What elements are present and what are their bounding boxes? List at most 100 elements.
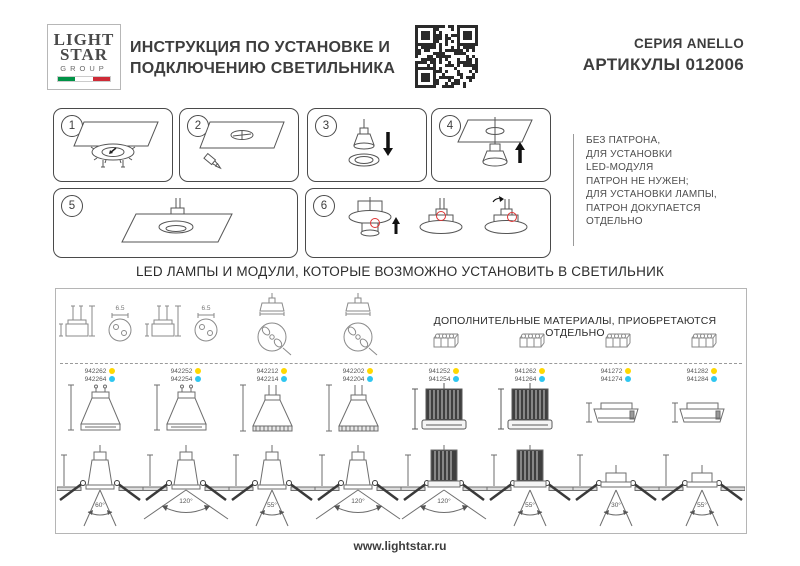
color-dot-blue: [711, 376, 718, 382]
step-1-box: 1: [53, 108, 173, 182]
step-6-number: 6: [313, 195, 335, 217]
lightstar-logo: LIGHT STAR GROUP: [47, 24, 121, 90]
color-dot-blue: [625, 376, 632, 382]
terminal-block-icon: [429, 330, 459, 355]
dashed-divider: [60, 363, 742, 364]
step-2-box: 2: [179, 108, 299, 182]
terminal-block-icon: [687, 330, 717, 355]
article-row: 941264: [515, 376, 546, 383]
note-line: ДЛЯ УСТАНОВКИ: [586, 148, 673, 160]
step-4-number: 4: [439, 115, 461, 137]
mr16-lamp-drawing: [320, 383, 396, 446]
svg-text:30°: 30°: [611, 501, 621, 509]
gu10-lamp-drawing: [62, 383, 138, 446]
article-code: 942264: [84, 375, 107, 383]
page-title-line1: ИНСТРУКЦИЯ ПО УСТАНОВКЕ И: [130, 39, 391, 56]
note-line: ПАТРОН ДОКУПАЕТСЯ: [586, 202, 701, 214]
step-5-box: 5: [53, 188, 298, 258]
color-dot-yellow: [109, 368, 116, 374]
step-5-illustration: [54, 189, 297, 257]
qr-code: [415, 25, 478, 88]
article-code: 942254: [170, 375, 193, 383]
article-code: 941264: [514, 375, 537, 383]
svg-text:6.5: 6.5: [201, 305, 210, 312]
website-url: www.lightstar.ru: [353, 539, 447, 553]
svg-text:60°: 60°: [95, 501, 105, 509]
article-code: 942202: [342, 367, 365, 375]
article-row: 942252: [171, 368, 202, 375]
color-dot-blue: [195, 376, 202, 382]
color-dot-yellow: [195, 368, 202, 374]
step-1-illustration: [54, 109, 172, 181]
note-line: ОТДЕЛЬНО: [586, 216, 643, 227]
logo-text-group: GROUP: [60, 64, 108, 73]
article-number-label: АРТИКУЛЫ 012006: [582, 55, 744, 74]
color-dot-yellow: [367, 368, 374, 374]
led-flat-lamp-drawing: [578, 383, 654, 446]
svg-text:120°: 120°: [437, 497, 451, 505]
color-dot-blue: [281, 376, 288, 382]
article-row: 942214: [257, 376, 288, 383]
led-module-lamp-drawing: [406, 382, 482, 446]
article-code: 941274: [600, 375, 623, 383]
svg-text:55°: 55°: [525, 501, 535, 509]
color-dot-blue: [539, 376, 546, 382]
led-flat-lamp-drawing: [664, 383, 740, 446]
article-code: 942214: [256, 375, 279, 383]
step-3-box: 3: [307, 108, 427, 182]
svg-text:6.5: 6.5: [115, 305, 124, 312]
step-4-box: 4: [431, 108, 551, 182]
article-row: 941262: [515, 368, 546, 375]
step-2-illustration: [180, 109, 298, 181]
note-line: ПАТРОН НЕ НУЖЕН;: [586, 175, 689, 187]
article-row: 942204: [343, 376, 374, 383]
article-code: 941284: [686, 375, 709, 383]
step-6-illustration: [306, 189, 550, 257]
logo-text-star: STAR: [59, 45, 109, 64]
installed-cross-section: 55°: [658, 443, 746, 532]
installed-cross-section: 55°: [228, 443, 316, 532]
article-code: 941272: [600, 367, 623, 375]
svg-text:120°: 120°: [179, 497, 193, 505]
installed-cross-section: 55°: [486, 443, 574, 532]
article-row: 941282: [687, 368, 718, 375]
article-code: 941254: [428, 375, 451, 383]
step-4-illustration: [432, 109, 550, 181]
gu10-lamp-drawing: [148, 383, 224, 446]
svg-text:120°: 120°: [351, 497, 365, 505]
page-title: ИНСТРУКЦИЯ ПО УСТАНОВКЕ И ПОДКЛЮЧЕНИЮ СВ…: [130, 37, 395, 79]
article-row: 942202: [343, 368, 374, 375]
installed-cross-section: 60°: [56, 443, 144, 532]
series-label: СЕРИЯ ANELLO: [633, 36, 744, 51]
article-row: 942264: [85, 376, 116, 383]
page-title-line2: ПОДКЛЮЧЕНИЮ СВЕТИЛЬНИКА: [130, 60, 396, 77]
color-dot-yellow: [453, 368, 460, 374]
pin-socket-icon: [230, 291, 314, 364]
article-code: 941282: [686, 367, 709, 375]
svg-text:55°: 55°: [267, 501, 277, 509]
installed-cross-section: 120°: [314, 443, 402, 532]
terminal-block-icon: [515, 330, 545, 355]
step-3-number: 3: [315, 115, 337, 137]
color-dot-yellow: [281, 368, 288, 374]
article-row: 942262: [85, 368, 116, 375]
article-row: 941254: [429, 376, 460, 383]
article-code: 942212: [256, 367, 279, 375]
article-row: 941284: [687, 376, 718, 383]
article-row: 941274: [601, 376, 632, 383]
installed-cross-section: 30°: [572, 443, 660, 532]
mr16-lamp-drawing: [234, 383, 310, 446]
color-dot-blue: [453, 376, 460, 382]
note-line: ДЛЯ УСТАНОВКИ ЛАМПЫ,: [586, 189, 717, 200]
article-row: 942254: [171, 376, 202, 383]
article-code: 941252: [428, 367, 451, 375]
article-code: 942262: [84, 367, 107, 375]
note-line: LED-МОДУЛЯ: [586, 162, 654, 173]
logo-text-light: LIGHT: [53, 30, 115, 49]
